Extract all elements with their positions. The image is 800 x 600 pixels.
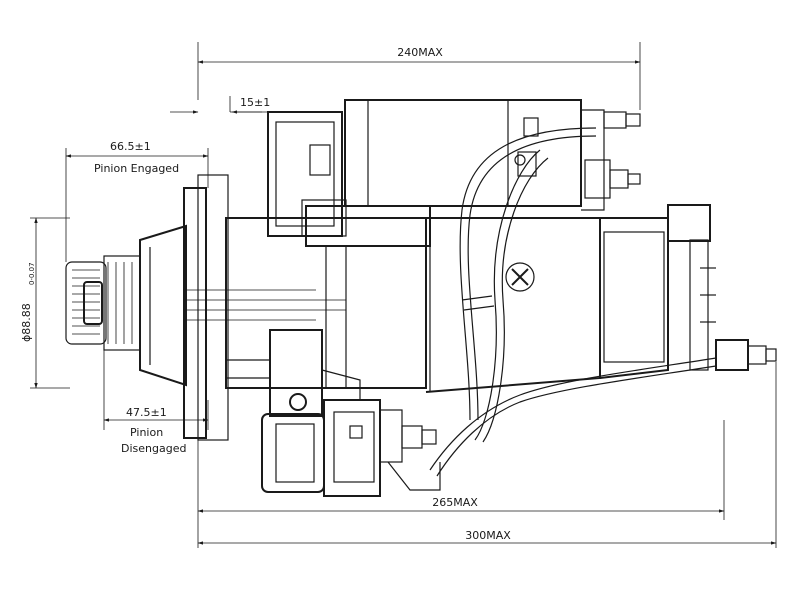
pinion-disengaged-value: 47.5±1 xyxy=(126,406,167,419)
dimension-300-label: 300MAX xyxy=(465,529,511,542)
dimension-240: 240MAX xyxy=(197,42,641,110)
lower-terminal xyxy=(226,329,441,497)
diameter-label: ϕ88.88 xyxy=(20,303,33,342)
dimension-pinion-disengaged: 47.5±1 Pinion Disengaged xyxy=(103,345,209,455)
pinion-disengaged-label-1: Pinion xyxy=(130,426,163,439)
motor-body xyxy=(225,204,777,393)
dimension-pinion-engaged: 66.5±1 Pinion Engaged xyxy=(65,140,209,262)
cables xyxy=(429,127,717,477)
pinion-disengaged-label-2: Disengaged xyxy=(121,442,186,455)
dimension-265-label: 265MAX xyxy=(432,496,478,509)
pinion-engaged-value: 66.5±1 xyxy=(110,140,151,153)
dimension-300: 300MAX xyxy=(197,362,777,548)
dimension-265: 265MAX xyxy=(197,420,725,548)
pinion-gear xyxy=(65,255,141,351)
nose-housing xyxy=(139,174,346,441)
dimension-240-label: 240MAX xyxy=(397,46,443,59)
dimension-diameter: ϕ88.88 0-0.07 xyxy=(20,217,70,389)
dimension-15: 15±1 xyxy=(170,96,278,114)
solenoid-body xyxy=(267,99,641,237)
dimension-15-label: 15±1 xyxy=(240,96,270,109)
pinion-engaged-label: Pinion Engaged xyxy=(94,162,179,175)
diameter-tolerance: 0-0.07 xyxy=(28,262,36,285)
